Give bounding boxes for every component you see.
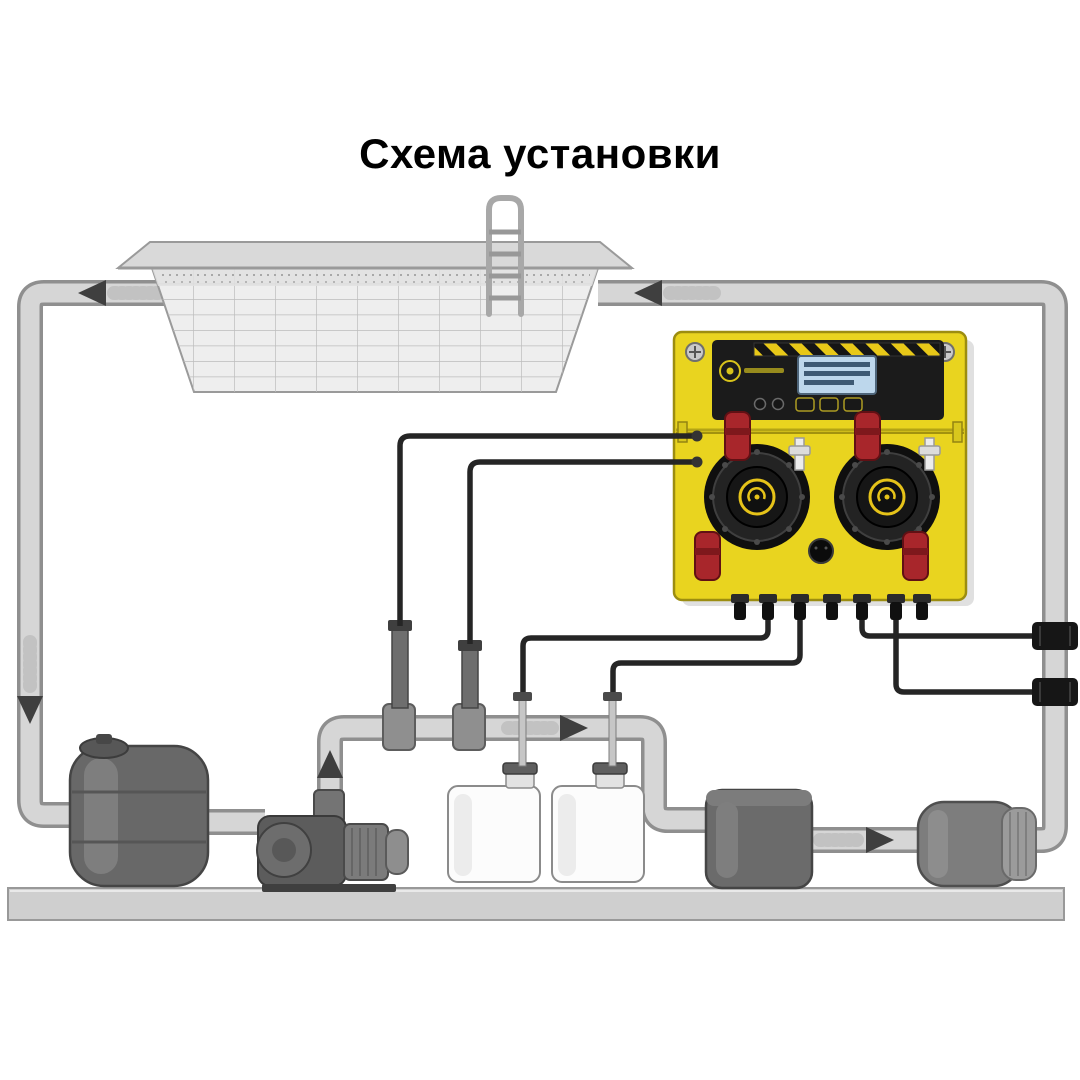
- lid-latch-right: [952, 421, 963, 443]
- valve-fitting-left: [788, 437, 811, 471]
- tube-fitting-2: [691, 456, 703, 468]
- page-title: Схема установки: [359, 130, 721, 177]
- filter-tank: [68, 734, 210, 888]
- water-surface: [152, 268, 598, 286]
- flow-arrow-left: [78, 280, 106, 306]
- pump-fitting-red-top-left: [724, 411, 751, 461]
- chemical-canister-1: [447, 692, 541, 883]
- pool-ladder: [486, 195, 524, 317]
- pipe-connector-2: [1032, 678, 1078, 706]
- pump-head-right: [834, 444, 940, 550]
- pump-fitting-red-top-right: [854, 411, 881, 461]
- pump-fitting-red-bottom-right: [902, 531, 929, 581]
- equipment-tank: [704, 788, 814, 890]
- circulation-pump: [256, 789, 409, 892]
- brand-logo: [719, 360, 784, 382]
- base-platform: [7, 887, 1065, 921]
- pool: [115, 195, 635, 393]
- flow-arrow-to-pool: [634, 280, 662, 306]
- pump-head-left: [704, 444, 810, 550]
- injection-valve-1: [382, 620, 416, 751]
- injection-valve-2: [452, 640, 486, 751]
- corner-screw-left: [685, 342, 705, 362]
- flow-arrow-down: [17, 696, 43, 724]
- panel-button-2: [819, 397, 839, 412]
- dosing-tube-injection-1: [397, 433, 697, 626]
- sensor-cable-1: [859, 620, 1034, 639]
- pipe-connector-1: [1032, 622, 1078, 650]
- sensor-cable-2: [893, 620, 1034, 695]
- suction-lance-1: [513, 692, 532, 767]
- equipment-cylinder: [916, 800, 1037, 888]
- cable-glands: [731, 594, 931, 620]
- dosing-tubes: [397, 430, 1034, 695]
- pump-fitting-red-bottom-left: [694, 531, 721, 581]
- vent-button: [808, 538, 834, 564]
- dosing-tube-suction-1: [520, 620, 771, 692]
- flow-arrow-right-mid: [560, 715, 588, 741]
- pump-rotor-logo: [868, 478, 906, 516]
- valve-fitting-right: [918, 437, 941, 471]
- dosing-tube-suction-2: [610, 620, 803, 692]
- flow-arrow-right-bottom: [866, 827, 894, 853]
- lcd-display: [797, 355, 877, 395]
- status-led-1: [753, 397, 767, 411]
- status-led-2: [771, 397, 785, 411]
- pool-rim: [115, 241, 635, 269]
- pipe-network: [17, 280, 1068, 853]
- panel-button-3: [843, 397, 863, 412]
- chemical-canister-2: [551, 692, 645, 883]
- dosing-unit: [672, 330, 974, 620]
- hazard-stripes: [753, 342, 941, 357]
- suction-lance-2: [603, 692, 622, 767]
- lid-latch-left: [677, 421, 688, 443]
- panel-button-1: [795, 397, 815, 412]
- pump-rotor-logo: [738, 478, 776, 516]
- flow-arrow-up: [317, 750, 343, 778]
- dosing-tube-injection-2: [467, 459, 697, 644]
- tube-fitting-1: [691, 430, 703, 442]
